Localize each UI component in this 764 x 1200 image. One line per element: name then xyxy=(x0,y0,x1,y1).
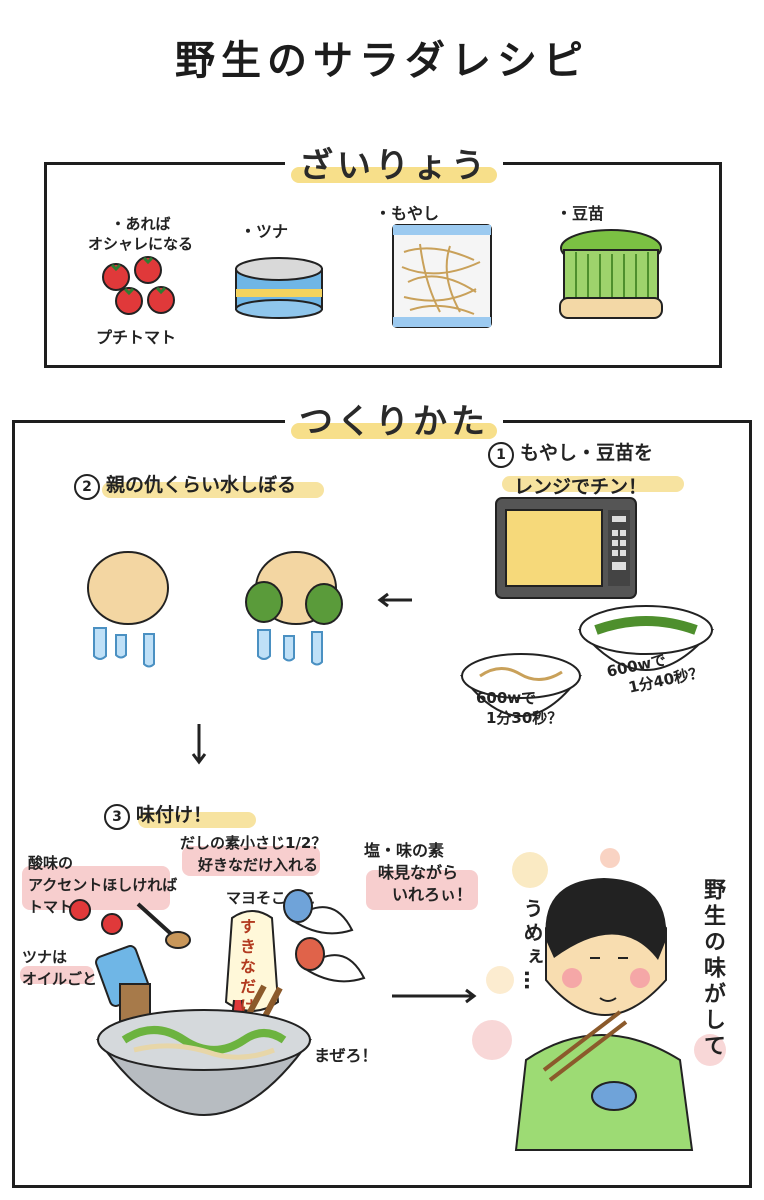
tomato-illustration xyxy=(102,256,175,315)
uma-text: うめぇ… xyxy=(520,898,544,994)
method-heading: つくりかた xyxy=(285,394,503,443)
tomato-label: プチトマト xyxy=(96,328,177,347)
arrow-right-icon xyxy=(392,988,477,1004)
seasoning-illustration xyxy=(69,889,366,1031)
salt-highlight xyxy=(366,870,478,910)
mayo-bottle-label: すきなだけ xyxy=(237,918,256,1018)
moyashi-bag-illustration xyxy=(392,224,492,328)
acid-highlight xyxy=(22,866,170,910)
eating-person-illustration xyxy=(472,848,726,1151)
dashi-highlight xyxy=(182,846,320,876)
step1-highlight xyxy=(502,476,684,492)
bowl1-time: 600wで 1分30秒？ xyxy=(476,689,563,727)
bowl-toumyou-illustration xyxy=(577,605,715,671)
mix-note: まぜろ！ xyxy=(314,1046,378,1065)
page-title: 野生のサラダレシピ xyxy=(175,38,589,84)
microwave-illustration xyxy=(495,497,637,599)
dashi-note: だしの素小さじ1/2？ 好きなだけ入れる xyxy=(180,834,327,874)
step3-highlight xyxy=(138,812,256,828)
bowl-moyashi-illustration xyxy=(460,653,582,717)
tuna-highlight xyxy=(20,966,94,984)
mixing-bowl-illustration xyxy=(96,984,312,1116)
toumyou-label: ・豆苗 xyxy=(556,204,605,223)
step2-highlight xyxy=(102,482,324,498)
tomato-note: ・あれば オシャレになる xyxy=(88,215,194,253)
moyashi-label: ・もやし xyxy=(375,204,440,223)
salt-note: 塩・味の素 味見ながら いれろぃ！ xyxy=(364,841,473,904)
ingredients-heading: ざいりょう xyxy=(285,138,503,187)
arrow-left-icon xyxy=(377,592,412,608)
squeeze-hands-illustration xyxy=(87,551,343,668)
wild-taste-text: 野生の味がして xyxy=(700,878,725,1060)
toumyou-illustration xyxy=(559,229,663,319)
arrow-down-icon xyxy=(191,724,207,765)
tuna-label: ・ツナ xyxy=(240,222,289,241)
tuna-can-illustration xyxy=(235,257,323,319)
tuna-oil-note: ツナは オイルごと xyxy=(22,948,98,988)
